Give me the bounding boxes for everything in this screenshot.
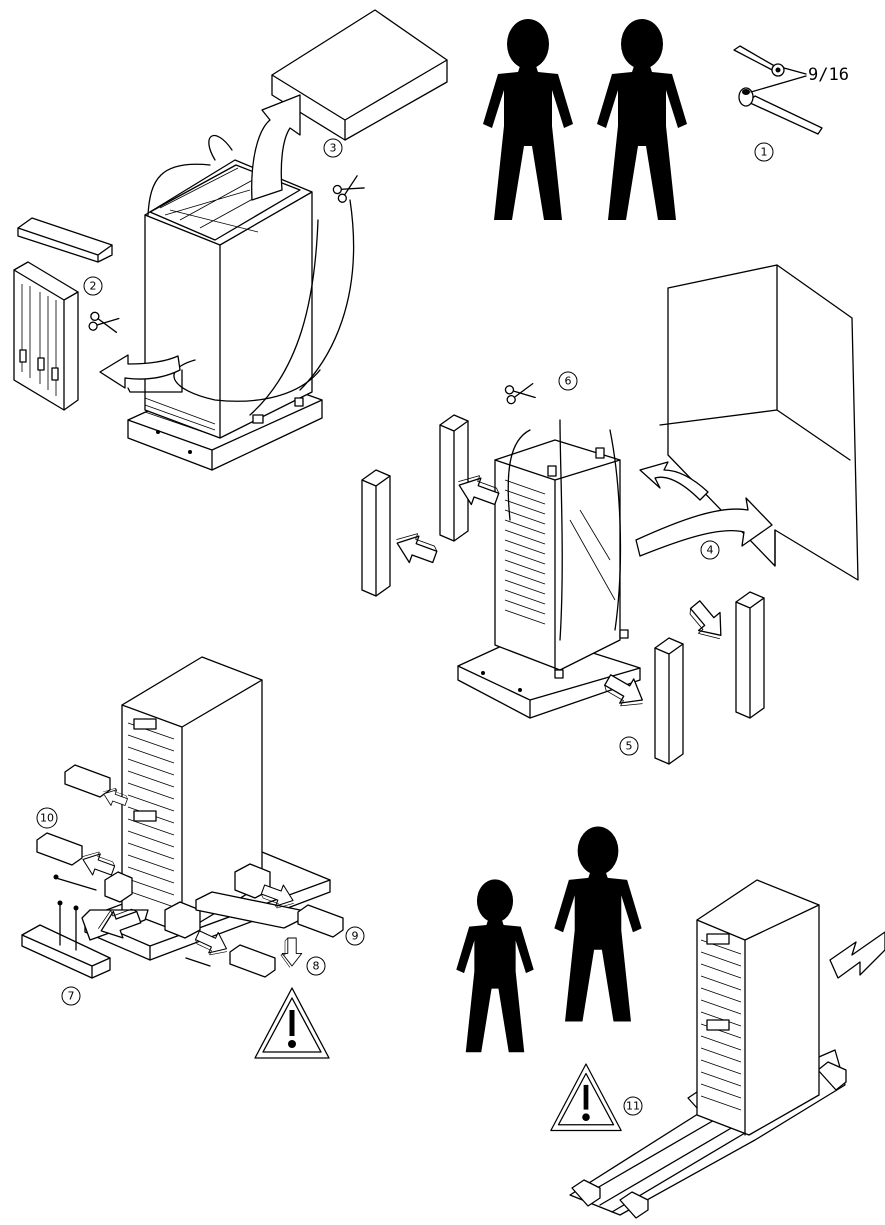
step-5-marker: 5 [620,737,638,755]
step-7-marker: 7 [62,987,80,1005]
step-10-marker: 10 [37,808,57,828]
scissors-icon [505,382,536,405]
step-8-marker: 8 [307,957,325,975]
svg-text:2: 2 [90,280,97,293]
svg-text:4: 4 [707,544,714,557]
scissors-icon [332,174,365,204]
step-4-marker: 4 [701,541,719,559]
svg-text:9: 9 [352,930,359,943]
svg-text:1: 1 [761,146,768,159]
warning-triangle-icon [551,1064,621,1131]
wrench-icon [734,46,822,134]
step-6-marker: 6 [559,372,577,390]
step-11-marker: 11 [624,1097,642,1115]
wrapped-cabinet [495,420,628,678]
svg-text:11: 11 [626,1100,640,1113]
cabinet-on-ramp [697,880,819,1135]
scissors-icon [88,312,119,335]
svg-text:3: 3 [330,142,337,155]
wrench-size-label: 9/16 [808,65,849,85]
push-arrow-icon [830,932,885,978]
step-2-marker: 2 [84,277,102,295]
person-silhouette-icon [597,19,687,220]
svg-text:10: 10 [40,812,54,825]
top-plank [18,218,112,262]
warning-triangle-icon [255,988,329,1058]
step-9-marker: 9 [346,927,364,945]
svg-text:7: 7 [68,990,75,1003]
person-silhouette-icon [483,19,573,220]
person-silhouette-icon [554,827,641,1022]
folded-side-panels [14,262,78,410]
step-1-marker: 1 [755,143,773,161]
svg-text:8: 8 [313,960,320,973]
svg-text:5: 5 [626,740,633,753]
crate-assembly [128,136,354,470]
person-silhouette-icon [456,879,533,1052]
svg-text:6: 6 [565,375,572,388]
step-3-marker: 3 [324,139,342,157]
